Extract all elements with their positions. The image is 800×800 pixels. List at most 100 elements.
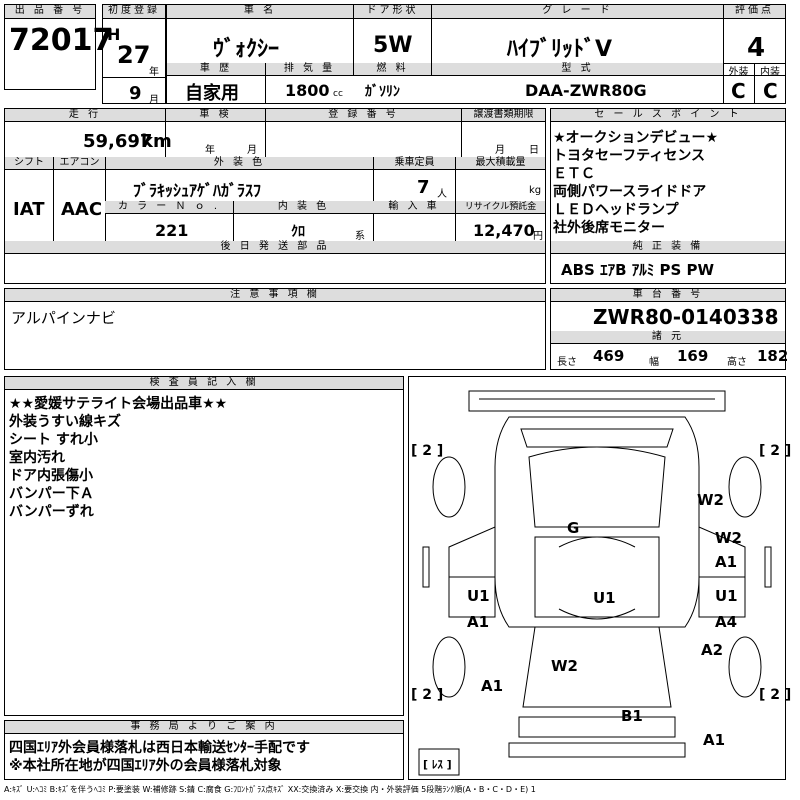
sales-point-item: トヨタセーフティセンス [553, 148, 706, 164]
interior-label: 内装 [754, 63, 785, 78]
exterior-label: 外装 [723, 63, 754, 78]
sales-point-item: ＥＴＣ [553, 166, 595, 182]
detail-box: 走 行 車 検 登 録 番 号 譲渡書類期限 59,697 km 年 月 月 日… [4, 108, 546, 284]
registration-label: 登 録 番 号 [265, 109, 461, 122]
inspector-notes: ★★愛媛サテライト会場出品車★★外装うすい線キズシート すれ小室内汚れドア内張傷… [9, 395, 227, 521]
inspector-note-line: 外装うすい線キズ [9, 414, 121, 430]
sales-points-label: セ ー ル ス ポ イ ン ト [551, 109, 785, 122]
shift: IAT [13, 199, 45, 220]
office-label: 事 務 局 よ り ご 案 内 [5, 721, 403, 734]
displacement: 1800 [285, 81, 330, 100]
damage-mark: U1 [593, 589, 616, 607]
front-grille-shape [520, 428, 674, 448]
width: 169 [677, 347, 709, 365]
equipment-label: 純 正 装 備 [551, 241, 785, 254]
mileage-unit: km [141, 131, 172, 152]
model: DAA-ZWR80G [525, 81, 647, 100]
damage-mark: U1 [467, 587, 490, 605]
aircon-label: エアコン [53, 157, 105, 170]
displacement-unit: cc [333, 89, 343, 99]
score-label: 評価点 [723, 5, 785, 19]
interior-color: ｸﾛ [291, 224, 305, 240]
damage-mark: A1 [481, 677, 503, 695]
recycle-fee: 12,470 [473, 221, 535, 240]
damage-mark: A2 [701, 641, 723, 659]
lot-number: 72017 [9, 23, 114, 58]
windshield-shape [528, 446, 666, 528]
front-right-tire [728, 456, 762, 518]
sales-points-box: セ ー ル ス ポ イ ン ト ★オークションデビュー★ トヨタセーフティセンス Ｅ… [550, 108, 786, 284]
door-label: ドア形状 [353, 5, 431, 19]
inspector-note-line: バンパーずれ [9, 504, 94, 520]
spare-tire-box [418, 748, 460, 776]
damage-mark: A1 [715, 553, 737, 571]
damage-mark: A1 [467, 613, 489, 631]
history-label: 車 歴 [167, 63, 265, 76]
import-label: 輸 入 車 [373, 201, 455, 214]
damage-mark: W2 [551, 657, 578, 675]
chassis-label: 車 台 番 号 [551, 289, 785, 302]
reg-month: 9 [129, 83, 142, 104]
office-box: 事 務 局 よ り ご 案 内 四国ｴﾘｱ外会員様落札は西日本輸送ｾﾝﾀｰ手配で… [4, 720, 404, 780]
damage-mark: A1 [703, 731, 725, 749]
spare-tire-label: [ ﾚｽ ] [423, 758, 452, 771]
displacement-label: 排 気 量 [265, 63, 353, 76]
exterior-grade: C [731, 79, 746, 103]
inspector-note-line: ドア内張傷小 [9, 468, 93, 484]
era: H [107, 25, 121, 44]
rear-window-shape [522, 626, 672, 708]
inspector-note-line: ★★愛媛サテライト会場出品車★★ [9, 396, 228, 412]
history: 自家用 [185, 83, 239, 104]
lot-box: 出 品 番 号 72017 [4, 4, 113, 90]
tire-score-label: [ 2 ] [411, 687, 443, 703]
recycle-unit: 円 [533, 231, 543, 242]
reg-year-unit: 年 [149, 67, 159, 78]
sales-point-item: ★オークションデビュー★ [553, 130, 719, 146]
rear-left-tire [432, 636, 466, 698]
specs-label: 諸 元 [551, 331, 785, 344]
damage-mark: U1 [715, 587, 738, 605]
interior-color-label: 内 装 色 [233, 201, 373, 214]
model-label: 型 式 [431, 63, 723, 76]
damage-mark: W2 [697, 491, 724, 509]
car-name: ｳﾞｫｸｼｰ [213, 37, 280, 62]
transfer-label: 譲渡書類期限 [461, 109, 545, 122]
capacity-label: 乗車定員 [373, 157, 455, 170]
body-top-shape [494, 416, 700, 628]
inspection-year-unit: 年 [205, 145, 215, 156]
damage-mark: B1 [621, 707, 643, 725]
inspection-month-unit: 月 [247, 145, 257, 156]
recycle-label: リサイクル預託金 [455, 201, 545, 214]
capacity: 7 [417, 177, 430, 198]
later-parts-label: 後 日 発 送 部 品 [5, 241, 545, 254]
exterior-color: ﾌﾞﾗｷｯｼｭｱｹﾞﾊｶﾞﾗｽﾌ [133, 181, 262, 200]
color-no: 221 [155, 221, 189, 240]
fuel-label: 燃 料 [353, 63, 431, 76]
roof-shape [534, 536, 660, 618]
damage-mark: G [567, 519, 579, 537]
car-name-label: 車 名 [167, 5, 353, 19]
tire-score-label: [ 2 ] [411, 443, 443, 459]
first-reg-label: 初度登録 [103, 5, 165, 19]
rear-right-tire [728, 636, 762, 698]
sales-point-item: 両側パワースライドドア [553, 184, 707, 200]
shift-label: シフト [5, 157, 53, 170]
first-reg-box: 初度登録 H 27 年 9 月 [102, 4, 166, 106]
inspector-note-line: シート すれ小 [9, 432, 98, 448]
fuel: ｶﾞｿﾘﾝ [365, 84, 400, 100]
notes-label: 注 意 事 項 欄 [5, 289, 545, 302]
reg-year: 27 [117, 41, 151, 69]
damage-mark: W2 [715, 529, 742, 547]
interior-color-unit: 系 [355, 231, 365, 242]
car-name-box: 車 名 ドア形状 グ レ ー ド 評価点 ｳﾞｫｸｼｰ 5W ﾊｲﾌﾞﾘｯﾄﾞV… [166, 4, 786, 104]
office-note-line: 四国ｴﾘｱ外会員様落札は西日本輸送ｾﾝﾀｰ手配です [9, 740, 310, 756]
door-type: 5W [373, 33, 413, 58]
sales-point-item: 社外後席モニター [553, 220, 665, 236]
grade: ﾊｲﾌﾞﾘｯﾄﾞV [507, 37, 613, 62]
capacity-unit: 人 [437, 189, 447, 200]
transfer-month-unit: 月 [495, 145, 505, 156]
office-notes: 四国ｴﾘｱ外会員様落札は西日本輸送ｾﾝﾀｰ手配です※本社所在地が四国ｴﾘｱ外の会… [9, 739, 310, 775]
